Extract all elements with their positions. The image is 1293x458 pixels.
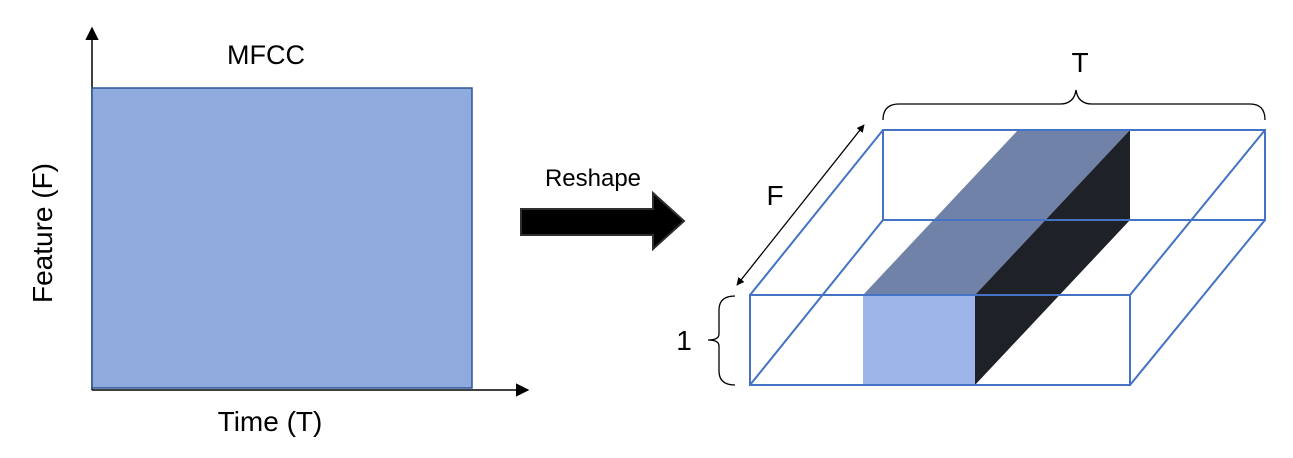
depth-label: 1: [676, 325, 692, 356]
f-dimension-arrow: [736, 124, 865, 286]
mfcc-matrix: [91, 87, 473, 389]
tensor-box-wireframe: [749, 129, 1266, 386]
mfcc-title: MFCC: [227, 40, 305, 70]
f-label: F: [766, 180, 783, 211]
mfcc-panel: MFCC Time (T) Feature (F): [27, 26, 530, 437]
feature-axis-label: Feature (F): [27, 163, 58, 303]
time-axis-label: Time (T): [218, 406, 323, 437]
depth-brace: [707, 295, 736, 386]
slice-side-face: [975, 130, 1130, 385]
reshape-arrow-shape: [520, 190, 686, 252]
slice-front-face: [863, 295, 975, 385]
t-brace: [882, 89, 1266, 121]
reshape-label: Reshape: [545, 165, 641, 192]
tensor-panel: T F 1: [676, 47, 1266, 386]
t-label: T: [1071, 47, 1088, 78]
reshape-arrow: Reshape: [520, 165, 686, 252]
slice-top-face: [863, 130, 1130, 295]
